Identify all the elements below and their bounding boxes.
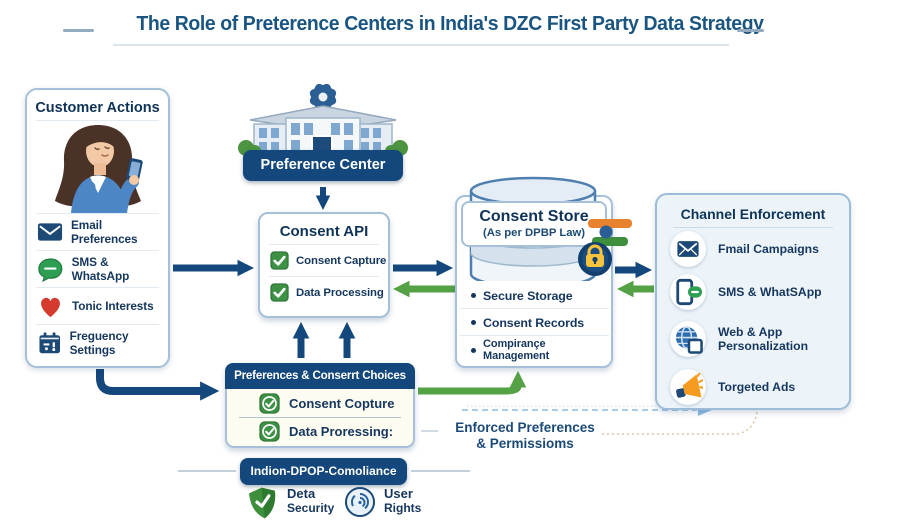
preferences-choices-panel: Preferences & Conserrt Choices Consent C…: [225, 363, 415, 448]
consent-store-bullet: Compirançe Management: [459, 337, 609, 363]
divider: [269, 276, 379, 277]
consent-api-item: Data Processing: [260, 277, 388, 308]
consent-store-panel: Consent Store (As per DPBP Law) Secure S…: [455, 175, 632, 370]
preferences-choices-title: Preferences & Conserrt Choices: [225, 363, 415, 389]
checkbox-icon: [270, 283, 289, 302]
web-globe-icon: [675, 326, 703, 354]
india-flag-lock-icon: [578, 219, 632, 276]
preference-center-label: Preference Center: [243, 150, 403, 181]
divider: [269, 244, 379, 245]
channel-item-label: Fmail Campaigns: [718, 242, 819, 257]
customer-action-item: Tonic Interests: [27, 288, 168, 324]
channel-item-label: Torgeted Ads: [718, 379, 796, 394]
checkbox-icon: [270, 251, 289, 270]
channel-item: Web & App Personalization: [657, 314, 849, 366]
channel-item-label: SMS & WhatSApp: [718, 285, 822, 300]
divider: [36, 250, 159, 251]
customer-illustration: [27, 121, 168, 213]
title-dash-left: [63, 29, 94, 32]
shield-check-icon: [249, 487, 276, 519]
page-title: The Role of Preterence Centers in India'…: [136, 13, 764, 35]
envelope-icon: [37, 223, 63, 241]
email-campaign-icon: [677, 241, 699, 258]
consent-api-title: Consent API: [279, 223, 369, 240]
consent-store-bullet: Consent Records: [459, 310, 609, 336]
channel-item: Fmail Campaigns: [657, 228, 849, 271]
preferences-choice-label: Data Proressing:: [289, 424, 394, 439]
preferences-choice-item: Data Proressing:: [227, 418, 413, 445]
divider: [36, 120, 159, 121]
channel-enforcement-panel: Channel Enforcement Fmail Campaigns SMS …: [655, 193, 851, 410]
consent-api-label: Consent Capture: [296, 254, 387, 267]
divider: [36, 213, 159, 214]
customer-actions-title: Customer Actions: [35, 100, 160, 116]
infographic-canvas: The Role of Preterence Centers in India'…: [25, 13, 851, 519]
channel-item-label: Web & App Personalization: [718, 325, 809, 354]
divider: [239, 417, 401, 418]
compliance-item-sub: Security: [287, 501, 335, 515]
chat-bubble-icon: [38, 257, 63, 282]
pill-dash-right: [411, 470, 470, 472]
channel-item: SMS & WhatSApp: [657, 271, 849, 314]
preference-center: Preference Center: [230, 84, 416, 181]
compliance-item-sub: Rights: [384, 501, 422, 515]
check-badge-icon: [259, 421, 280, 442]
customer-action-item: SMS & WhatsApp: [27, 251, 168, 287]
india-dpdp-compliance-label: Indion-DPOP-Comoliance: [240, 458, 407, 485]
title-dash-right: [737, 29, 764, 32]
customer-action-label: Freguency Settings: [69, 329, 129, 357]
bullet-dot-icon: [471, 347, 476, 353]
channel-enforcement-title: Channel Enforcement: [680, 206, 826, 222]
consent-api-item: Consent Capture: [260, 245, 388, 276]
channel-item: Torgeted Ads: [657, 365, 849, 408]
preferences-choice-label: Consent Copture: [289, 396, 395, 411]
woman-with-phone-icon: [54, 125, 143, 213]
megaphone-icon: [676, 372, 703, 398]
customer-action-label: Tonic Interests: [72, 299, 154, 313]
compliance-item-label: User: [384, 486, 413, 501]
check-badge-icon: [259, 393, 280, 414]
consent-store-bullet: Secure Storage: [459, 283, 609, 309]
compliance-item: Deta Security: [247, 486, 334, 522]
title-underline: [113, 44, 729, 46]
divider: [36, 287, 159, 288]
customer-actions-panel: Customer Actions: [25, 88, 170, 368]
sms-phone-icon: [676, 279, 702, 306]
compliance-item-label: Deta: [287, 486, 316, 501]
consent-store-subtitle: (As per DPBP Law): [482, 227, 586, 239]
consent-store-bullets: Secure Storage Consent Records Compiranç…: [459, 281, 609, 365]
connector-arrows: [96, 187, 758, 435]
consent-api-panel: Consent API Consent Capture Data Process…: [258, 212, 390, 318]
compliance-item: User Rights: [344, 486, 421, 518]
customer-action-item: Email Preferences: [27, 214, 168, 250]
consent-api-label: Data Processing: [296, 286, 384, 299]
pill-dash-left: [178, 470, 236, 472]
bullet-dot-icon: [471, 293, 476, 298]
enforced-preferences-annotation: Enforced Preferences & Permissioms: [455, 420, 595, 451]
fingerprint-icon: [345, 487, 375, 517]
customer-action-item: Freguency Settings: [27, 325, 168, 361]
heart-icon: [41, 297, 60, 317]
divider: [673, 227, 833, 228]
consent-store-title: Consent Store: [479, 208, 589, 225]
preferences-choice-item: Consent Copture: [227, 390, 413, 417]
bullet-dot-icon: [471, 320, 476, 325]
customer-action-label: Email Preferences: [71, 218, 138, 246]
customer-action-label: SMS & WhatsApp: [71, 255, 130, 283]
calendar-icon: [39, 332, 61, 354]
divider: [36, 324, 159, 325]
